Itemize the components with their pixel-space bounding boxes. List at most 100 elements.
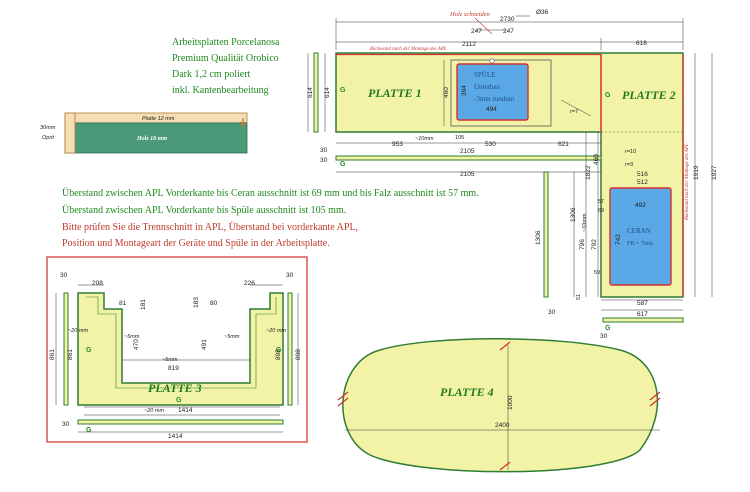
dim-953: 953 [392, 141, 403, 148]
info-line-1: Arbeitsplatten Porcelanosa [172, 37, 280, 48]
profile-side-b: Oprit [42, 135, 54, 141]
dim-57: 57 [598, 199, 604, 205]
p3-5mm-b: ~5mm [224, 334, 240, 340]
r-7: r=7 [570, 109, 578, 115]
platte-3-frame [46, 256, 308, 443]
ceran-l1: CERAN [627, 227, 651, 235]
platte-3-label: PLATTE 3 [148, 381, 202, 395]
p3-dim-898b: 898 [295, 349, 302, 360]
p3-20b: ~20 mm [266, 328, 286, 334]
p3-dim-1414a: 1414 [178, 407, 193, 414]
p3-dim-861a: 861 [49, 349, 56, 360]
ceran-cutout [609, 187, 672, 286]
p3-dim-30a: 30 [60, 272, 68, 279]
dim-247a: 247 [471, 28, 482, 35]
p3-dim-226: 226 [244, 280, 255, 287]
platte-1-2-shape [335, 52, 684, 298]
note-4: Position und Montageart der Geräte und S… [62, 238, 330, 249]
p3-5mm-a: ~5mm [124, 334, 140, 340]
note-1: Überstand zwischen APL Vorderkante bis C… [62, 187, 479, 199]
platte-4-label: PLATTE 4 [440, 385, 494, 399]
info-line-4: inkl. Kantenbearbeitung [172, 85, 269, 96]
edge-g-strip-1: G [340, 161, 346, 168]
p3-dim-208: 208 [92, 280, 103, 287]
p3-dim-183: 183 [193, 297, 200, 308]
dim-2105a: 2105 [460, 148, 475, 155]
dim-105: 105 [455, 135, 464, 141]
dim-617: 617 [637, 311, 648, 318]
dim-10mm: ~10mm [415, 136, 434, 142]
note-2: Überstand zwischen APL Vorderkante bis S… [62, 204, 346, 216]
profile-side-a: 30mm [40, 125, 56, 131]
p3-20a: ~20 mm [68, 328, 88, 334]
p3-g-left: G [86, 347, 92, 354]
dim-10mm-b: ~10mm [582, 213, 588, 232]
p3-dim-30b: 30 [286, 272, 294, 279]
dim-516: 516 [637, 171, 648, 178]
note-3: Bitte prüfen Sie die Trennschnitt in APL… [62, 221, 358, 233]
dim-36: Ø36 [536, 9, 549, 16]
dim-30a: 30 [320, 147, 328, 154]
p3-dim-80: 80 [210, 300, 218, 307]
p3-dim-81: 81 [119, 300, 127, 307]
info-line-2: Premium Qualität Orobico [172, 53, 279, 64]
r-3: r=3 [625, 162, 633, 168]
dim-1306a: 1306 [535, 230, 542, 245]
profile-bottom-label: Holz 18 mm [136, 136, 167, 142]
ceran-l2: FB = 7mm [627, 241, 653, 247]
p3-dim-1414b: 1414 [168, 433, 183, 440]
back-wall-2: Rückwand nach der Montage des APL [685, 143, 690, 221]
sink-l3: -3mm rundum [474, 95, 515, 103]
p3-g-right: G [276, 347, 282, 354]
dim-1919: 1919 [693, 165, 700, 180]
p3-dim-470: 470 [133, 339, 140, 350]
dim-530: 530 [485, 141, 496, 148]
p3-dim-30c: 30 [62, 421, 70, 428]
p3-dim-819: 819 [168, 365, 179, 372]
sink-cutout [450, 58, 552, 127]
p3-g-bottom: G [176, 397, 182, 404]
dim-30d: 30 [600, 333, 608, 340]
dim-621: 621 [558, 141, 569, 148]
platte-1-label: PLATTE 1 [368, 86, 422, 100]
dim-247b: 247 [503, 28, 514, 35]
platte-3-shape [77, 292, 284, 406]
dim-618: 618 [636, 40, 647, 47]
dim-30b: 30 [320, 157, 328, 164]
back-wall-1: Rückwand nach der Montage des APL [369, 47, 447, 52]
dim-587: 587 [637, 300, 648, 307]
sink-height: 394 [461, 85, 468, 96]
dim-614b: 614 [324, 87, 331, 98]
p3-dim-898a: 898 [275, 349, 282, 360]
dim-51: 51 [576, 294, 582, 300]
edge-g-2: G [605, 92, 611, 99]
p3-dim-491: 491 [201, 339, 208, 350]
ceran-height: 742 [615, 234, 622, 245]
dim-792: 792 [591, 239, 598, 250]
edge-profile: Platte 12 mm Holz 18 mm 30mm Oprit [40, 112, 248, 154]
dim-2105b: 2105 [460, 171, 475, 178]
holz-callout: Holz schneiden [449, 11, 490, 18]
dim-2112: 2112 [462, 41, 476, 48]
dim-1822: 1822 [585, 165, 592, 180]
edge-g-1: G [340, 87, 346, 94]
p4-dim-2400: 2400 [495, 422, 510, 429]
p3-20c: ~20 mm [144, 408, 164, 414]
p3-dim-861b: 861 [67, 349, 74, 360]
dim-614a: 614 [307, 87, 314, 98]
edge-g-strip-2: G [605, 325, 611, 332]
dim-512: 512 [637, 179, 648, 186]
dim-460-b: 460 [593, 154, 600, 165]
info-line-3: Dark 1,2 cm poliert [172, 69, 251, 80]
p3-g-strip: G [86, 427, 92, 434]
platte-4-shape [342, 338, 659, 473]
dim-796: 796 [579, 239, 586, 250]
p3-5mm-c: ~5mm [162, 357, 178, 363]
platte-2-label: PLATTE 2 [622, 88, 676, 102]
dim-69: 69 [598, 208, 604, 214]
sink-l1: SPÜLE [474, 71, 495, 79]
dim-2730: 2730 [500, 16, 515, 23]
p4-dim-1000: 1000 [507, 395, 514, 410]
